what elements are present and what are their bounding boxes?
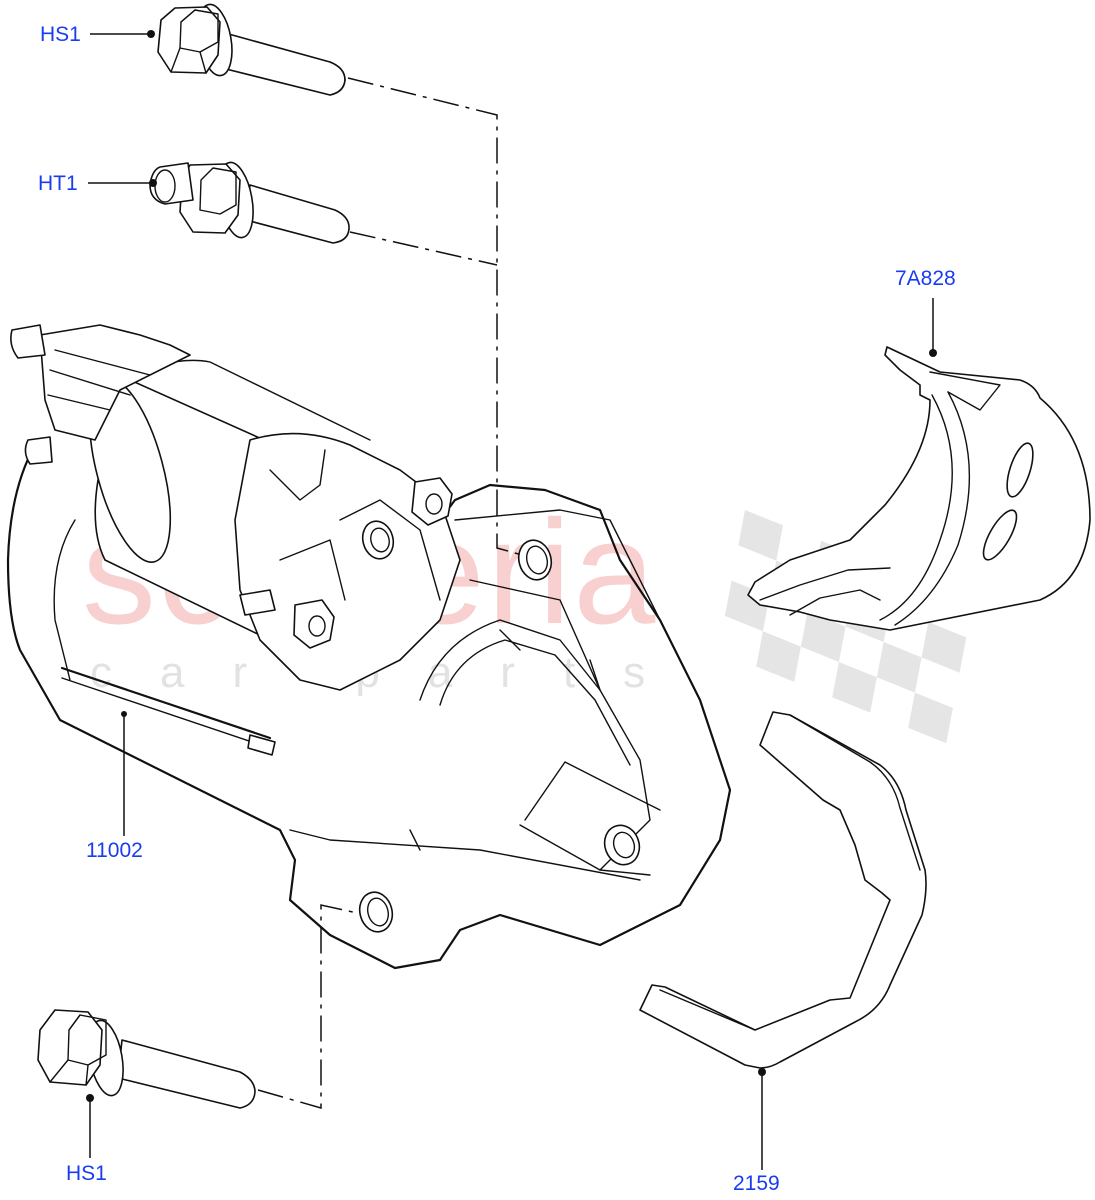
starter-motor-11002 [6, 324, 732, 970]
heat-shield-7a828 [747, 346, 1091, 631]
callout-ht1[interactable]: HT1 [38, 172, 78, 195]
bracket-2159 [639, 711, 927, 1069]
callout-2159[interactable]: 2159 [733, 1172, 780, 1195]
callout-hs1-lower[interactable]: HS1 [66, 1162, 107, 1185]
bolt-hs1-upper [157, 3, 346, 96]
stud-ht1 [149, 161, 350, 244]
callout-11002[interactable]: 11002 [86, 839, 143, 862]
callout-7a828[interactable]: 7A828 [895, 267, 956, 290]
leader-lines [86, 30, 937, 1170]
bolt-hs1-lower [37, 1009, 256, 1109]
callout-hs1-upper[interactable]: HS1 [40, 23, 81, 46]
